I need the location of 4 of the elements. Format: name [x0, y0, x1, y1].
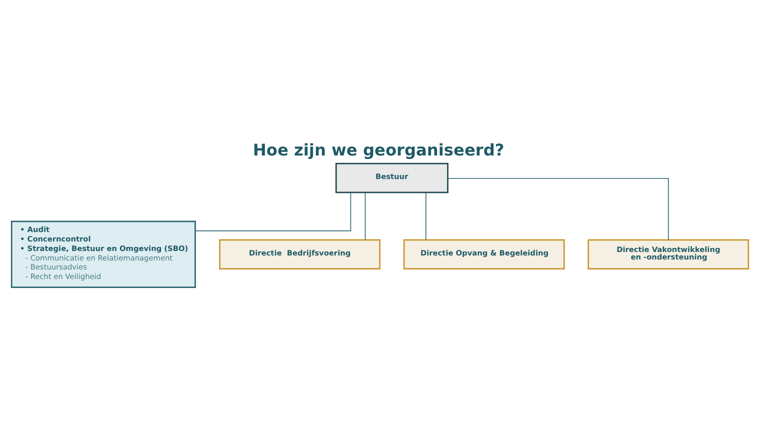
connector [194, 192, 352, 232]
connector [447, 178, 669, 240]
diagram-title: Hoe zijn we georganiseerd? [252, 140, 504, 160]
connector [364, 192, 366, 240]
